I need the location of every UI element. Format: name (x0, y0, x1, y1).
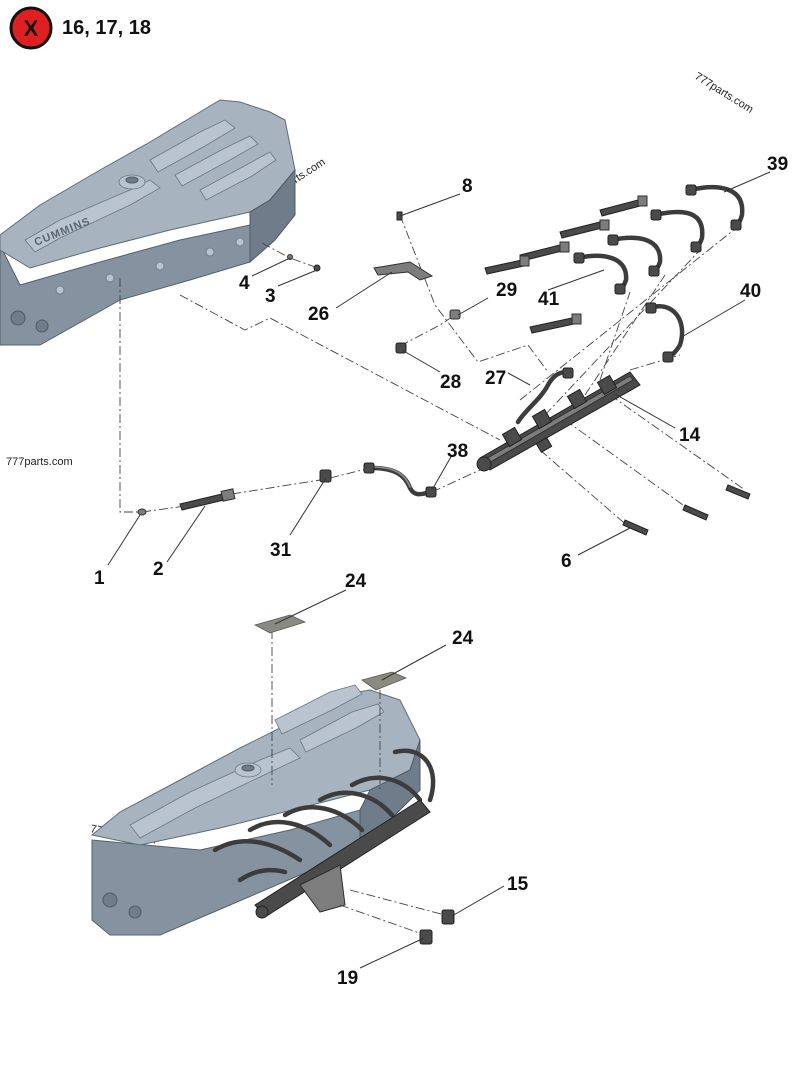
part-8-screw (396, 211, 403, 221)
part-29-clip (449, 309, 461, 320)
callout-38: 38 (447, 441, 468, 462)
callout-31: 31 (270, 540, 292, 561)
part-2-injector (179, 488, 236, 511)
cylinder-head-top: CUMMINS (0, 99, 296, 346)
part-38-fuel-line (363, 462, 437, 498)
part-14-fuel-rail (476, 371, 641, 472)
part-1-washer (137, 508, 147, 516)
part-39-fuel-lines (573, 184, 745, 363)
part-26-bracket (373, 261, 434, 281)
callout-2: 2 (153, 559, 164, 580)
callout-26: 26 (308, 304, 329, 325)
exclusion-badge-glyph: X (24, 16, 39, 41)
part-31-connector (319, 469, 332, 483)
exploded-parts (137, 184, 751, 536)
callout-41: 41 (538, 289, 560, 310)
part-6-bolts (622, 484, 751, 536)
callout-8: 8 (462, 176, 473, 197)
callout-leaders (107, 171, 771, 969)
callout-24: 24 (345, 571, 367, 592)
callout-24: 24 (452, 628, 474, 649)
header-codes: 16, 17, 18 (62, 17, 151, 39)
watermark: 777parts.com (692, 70, 755, 115)
callout-3: 3 (265, 286, 276, 307)
callout-15: 15 (507, 874, 529, 895)
cylinder-head-bottom (90, 684, 436, 936)
part-3-bolt (313, 264, 321, 272)
callout-28: 28 (440, 372, 461, 393)
callout-4: 4 (239, 273, 250, 294)
callout-14: 14 (679, 425, 701, 446)
callout-1: 1 (94, 568, 105, 589)
callout-29: 29 (496, 280, 517, 301)
part-24-gasket (253, 614, 307, 634)
part-15-sensor (441, 909, 455, 925)
part-24-gasket (361, 671, 408, 691)
part-27-fuel-line (515, 367, 574, 425)
part-41-injectors (484, 195, 648, 334)
watermark: 777parts.com (6, 456, 73, 468)
exclusion-badge-icon (9, 6, 53, 50)
callout-27: 27 (485, 368, 506, 389)
part-19-sensor (419, 929, 433, 945)
callout-40: 40 (740, 281, 761, 302)
callout-39: 39 (767, 154, 788, 175)
callout-19: 19 (337, 968, 358, 989)
lower-parts (253, 614, 455, 945)
header: X 16, 17, 18 (9, 6, 151, 50)
callout-6: 6 (561, 551, 572, 572)
callouts: 1 2 3 4 6 8 14 15 19 24 24 26 27 28 29 3… (94, 154, 788, 989)
